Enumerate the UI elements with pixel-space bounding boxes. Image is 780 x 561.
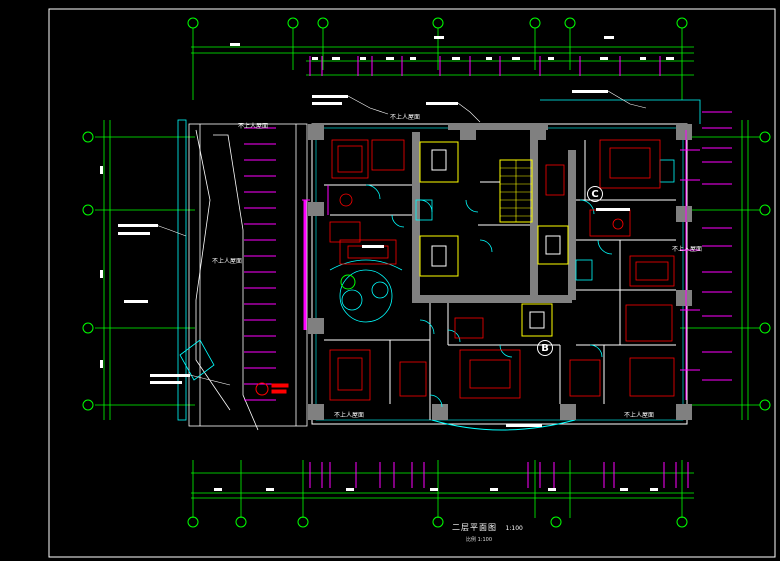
drawing-frame [48, 8, 776, 558]
drawing-subtitle: 比例 1:100 [466, 537, 492, 543]
right-magenta-ticks [702, 111, 732, 381]
label-no-access-top: 不上人屋面 [238, 123, 269, 130]
axis-bubbles [82, 17, 771, 528]
right-dimension-lines [680, 120, 760, 420]
left-ticks [100, 166, 158, 368]
drawing-title: 二层平面图 [452, 523, 497, 532]
section-mark-b: B [537, 340, 553, 356]
label-no-access-bottom-left: 不上人屋面 [334, 412, 365, 419]
label-no-access-right: 不上人屋面 [672, 246, 703, 253]
bottom-dimension-lines [191, 460, 694, 518]
building-outline [303, 99, 701, 431]
left-terrace [177, 119, 308, 431]
section-mark-c: C [587, 186, 603, 202]
right-wing-details [302, 130, 700, 400]
drawing-scale: 1:100 [505, 525, 523, 532]
label-no-access-left: 不上人屋面 [212, 258, 243, 265]
top-dimension-lines [191, 28, 694, 100]
label-no-access-top-left: 不上人屋面 [390, 114, 421, 121]
bottom-magenta-ticks [309, 462, 689, 488]
top-magenta-ticks [309, 56, 661, 76]
furniture-red [329, 139, 675, 401]
bottom-dimension-ticks [214, 488, 658, 491]
title-block: 二层平面图 1:100 比例 1:100 [452, 522, 523, 543]
door-swings [329, 159, 675, 408]
core-area [419, 141, 569, 337]
label-no-access-bottom-right: 不上人屋面 [624, 412, 655, 419]
annotation-boxes [120, 90, 630, 427]
top-dimension-ticks [230, 36, 674, 60]
exit-symbol [255, 382, 289, 396]
left-terrace-stripes [244, 127, 276, 401]
interior-walls [324, 140, 676, 420]
leader-lines [155, 90, 647, 386]
stair-treads [500, 160, 532, 222]
